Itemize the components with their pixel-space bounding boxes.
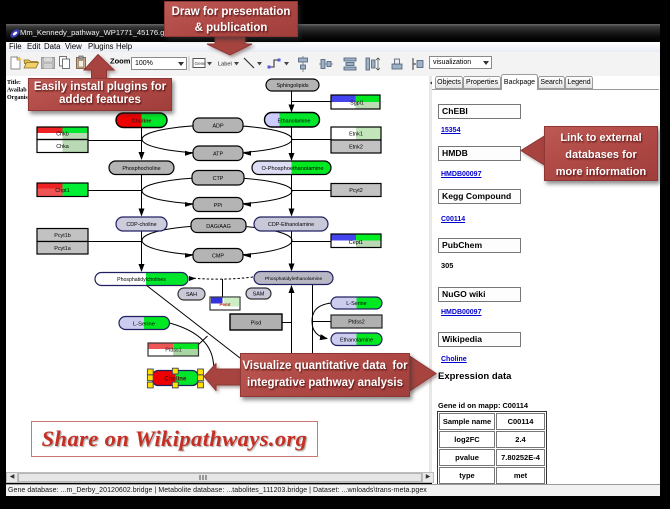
svg-text:SAM: SAM <box>253 292 265 298</box>
svg-text:Pcyt1b: Pcyt1b <box>54 233 70 239</box>
svg-text:PPi: PPi <box>214 203 222 209</box>
svg-text:Pcyt1a: Pcyt1a <box>54 246 70 252</box>
svg-text:Sphingolipids: Sphingolipids <box>276 83 308 89</box>
svg-text:Choline: Choline <box>132 119 152 125</box>
svg-text:Pisd: Pisd <box>251 321 262 327</box>
svg-text:Pemt: Pemt <box>219 302 231 307</box>
svg-text:Etnk1: Etnk1 <box>349 132 363 138</box>
svg-text:L-Serine: L-Serine <box>346 301 366 307</box>
svg-text:Chkb: Chkb <box>56 132 69 138</box>
svg-text:Phosphocholine: Phosphocholine <box>122 166 160 172</box>
svg-text:CDP-choline: CDP-choline <box>126 222 156 228</box>
svg-text:Choline: Choline <box>164 377 187 383</box>
svg-text:DAG/AAG: DAG/AAG <box>206 224 231 230</box>
svg-text:Etnk2: Etnk2 <box>349 145 363 151</box>
svg-text:CTP: CTP <box>213 176 224 182</box>
svg-text:Cept1: Cept1 <box>349 240 363 246</box>
svg-text:Gene: Gene <box>195 61 207 66</box>
svg-text:Ethanolamine: Ethanolamine <box>340 338 373 344</box>
svg-text:Chpt1: Chpt1 <box>55 188 69 194</box>
svg-text:Sgpl1: Sgpl1 <box>350 101 364 107</box>
svg-text:O-Phosphoethanolamine: O-Phosphoethanolamine <box>262 166 324 172</box>
svg-text:Ptdss2: Ptdss2 <box>348 320 364 326</box>
svg-text:Label: Label <box>218 62 232 68</box>
svg-text:Phosphatidylcholines: Phosphatidylcholines <box>117 277 166 283</box>
svg-text:Chka: Chka <box>56 144 69 150</box>
svg-text:CMP: CMP <box>212 254 224 260</box>
svg-text:SAH: SAH <box>186 292 197 298</box>
svg-text:CDP-Ethanolamine: CDP-Ethanolamine <box>268 222 314 228</box>
svg-text:Organis: Organis <box>7 95 28 101</box>
svg-text:Zoom:: Zoom: <box>110 57 133 66</box>
svg-text:Title:: Title: <box>7 80 21 86</box>
svg-text:Ptdss1: Ptdss1 <box>165 348 181 354</box>
svg-text:Phosphatidylethanolamine: Phosphatidylethanolamine <box>265 276 323 282</box>
svg-text:ATP: ATP <box>213 152 223 158</box>
svg-text:L-Serine: L-Serine <box>133 322 155 328</box>
svg-text:Availab: Availab <box>7 88 27 94</box>
svg-text:ADP: ADP <box>212 124 223 130</box>
svg-text:Ethanolamine: Ethanolamine <box>278 119 311 125</box>
svg-text:Pcyt2: Pcyt2 <box>349 188 362 194</box>
